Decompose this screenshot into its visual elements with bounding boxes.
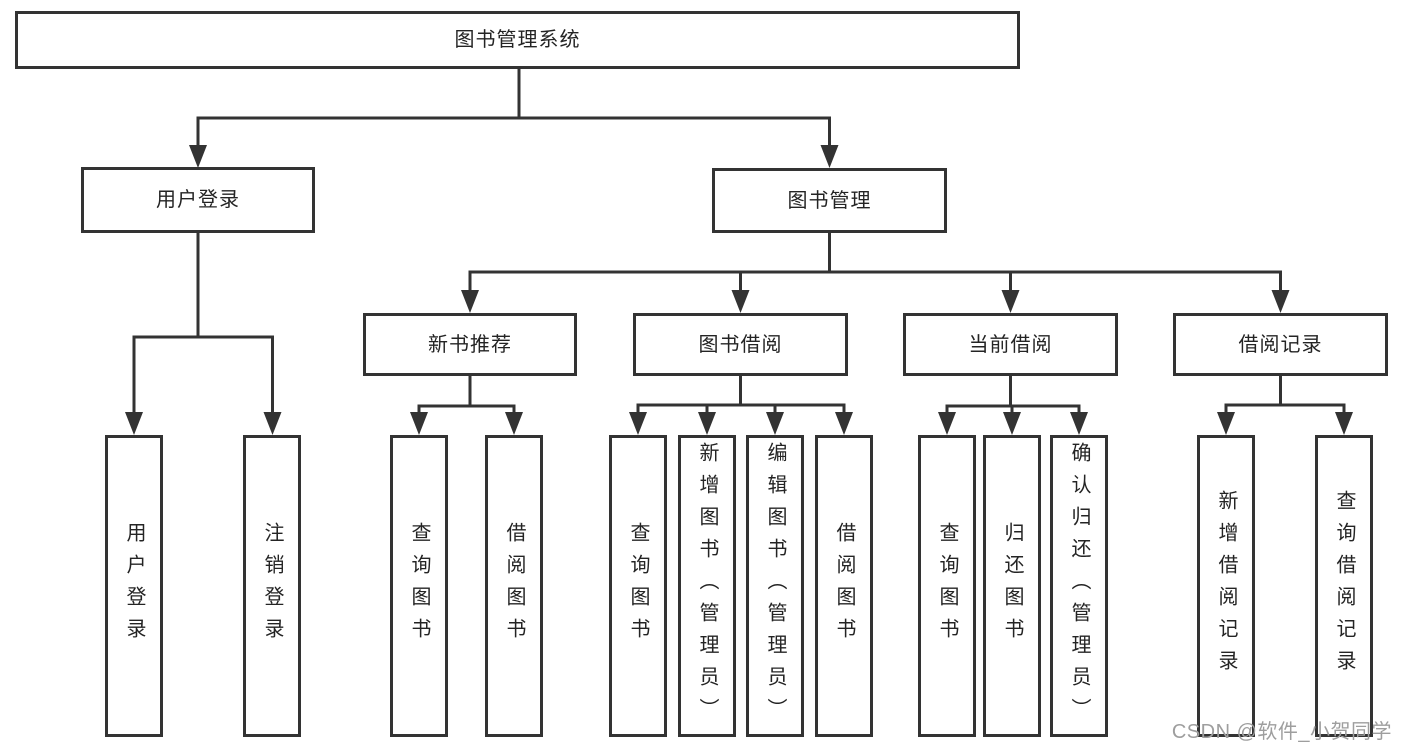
watermark: CSDN @软件_小贺同学 bbox=[1171, 721, 1392, 743]
leaf-user-login: 用户登录 bbox=[105, 435, 163, 737]
node-book-borrowing-label: 图书借阅 bbox=[698, 333, 783, 356]
leaf-borrow-books-borrowing-label: 借阅图书 bbox=[833, 522, 855, 650]
leaf-edit-books-admin: 编辑图书（管理员） bbox=[746, 435, 804, 737]
leaf-query-books-borrowing: 查询图书 bbox=[609, 435, 667, 737]
node-book-management-system-label: 图书管理系统 bbox=[454, 29, 581, 51]
node-book-borrowing: 图书借阅 bbox=[633, 313, 848, 376]
leaf-borrow-books-recommend-label: 借阅图书 bbox=[503, 522, 525, 650]
node-borrowing-records-label: 借阅记录 bbox=[1238, 333, 1323, 356]
leaf-add-books-admin-label: 新增图书（管理员） bbox=[696, 442, 718, 730]
leaf-return-books: 归还图书 bbox=[983, 435, 1041, 737]
leaf-confirm-return-admin-label: 确认归还（管理员） bbox=[1068, 442, 1090, 730]
leaf-logout: 注销登录 bbox=[243, 435, 301, 737]
leaf-query-books-current: 查询图书 bbox=[918, 435, 976, 737]
node-borrowing-records: 借阅记录 bbox=[1173, 313, 1388, 376]
node-current-borrowing-label: 当前借阅 bbox=[968, 333, 1053, 356]
leaf-borrow-books-borrowing: 借阅图书 bbox=[815, 435, 873, 737]
leaf-query-books-borrowing-label: 查询图书 bbox=[627, 522, 649, 650]
leaf-query-books-current-label: 查询图书 bbox=[936, 522, 958, 650]
leaf-query-borrow-record: 查询借阅记录 bbox=[1315, 435, 1373, 737]
node-new-book-recommendation-label: 新书推荐 bbox=[428, 333, 512, 356]
leaf-user-login-label: 用户登录 bbox=[123, 522, 145, 650]
node-book-management-label: 图书管理 bbox=[787, 189, 872, 212]
leaf-borrow-books-recommend: 借阅图书 bbox=[485, 435, 543, 737]
node-new-book-recommendation: 新书推荐 bbox=[363, 313, 577, 376]
node-book-management: 图书管理 bbox=[712, 168, 947, 233]
leaf-query-borrow-record-label: 查询借阅记录 bbox=[1333, 490, 1355, 682]
node-current-borrowing: 当前借阅 bbox=[903, 313, 1118, 376]
node-book-management-system: 图书管理系统 bbox=[15, 11, 1020, 69]
node-user-login: 用户登录 bbox=[81, 167, 315, 233]
leaf-add-borrow-record-label: 新增借阅记录 bbox=[1215, 490, 1237, 682]
leaf-query-books-recommend: 查询图书 bbox=[390, 435, 448, 737]
leaf-confirm-return-admin: 确认归还（管理员） bbox=[1050, 435, 1108, 737]
leaf-add-borrow-record: 新增借阅记录 bbox=[1197, 435, 1255, 737]
leaf-add-books-admin: 新增图书（管理员） bbox=[678, 435, 736, 737]
leaf-logout-label: 注销登录 bbox=[261, 522, 283, 650]
node-user-login-label: 用户登录 bbox=[156, 189, 240, 211]
leaf-return-books-label: 归还图书 bbox=[1001, 522, 1023, 650]
leaf-edit-books-admin-label: 编辑图书（管理员） bbox=[764, 442, 786, 730]
leaf-query-books-recommend-label: 查询图书 bbox=[408, 522, 430, 650]
